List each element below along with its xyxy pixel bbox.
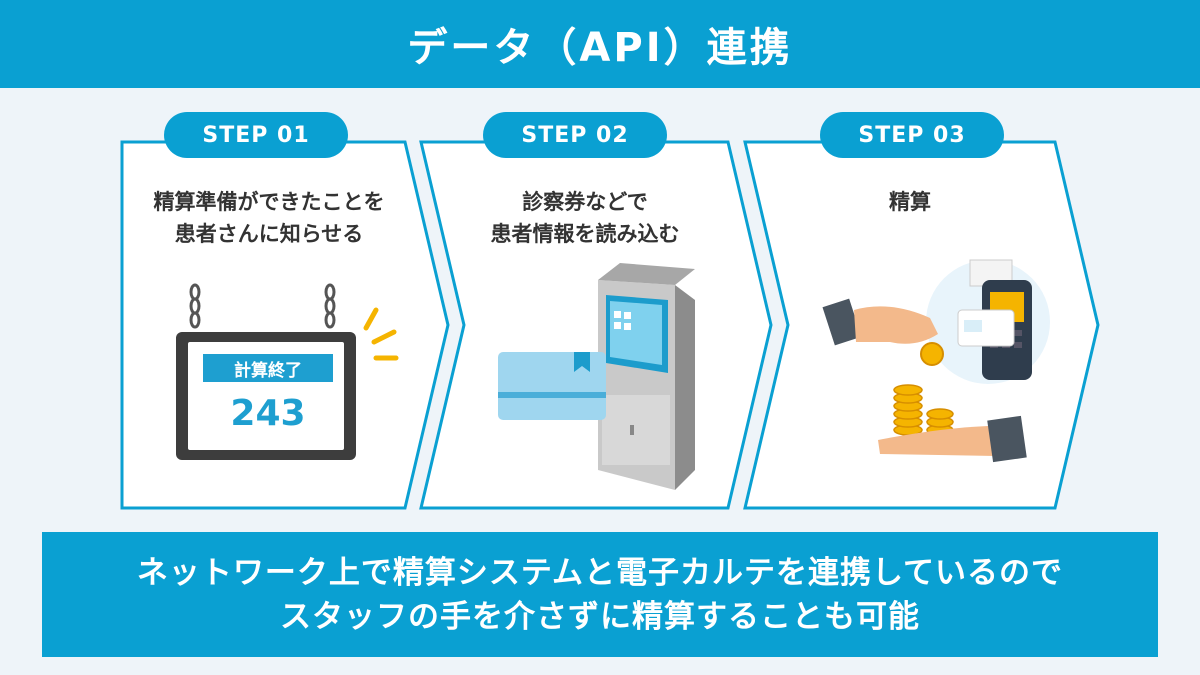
step-caption-3-line1: 精算 — [889, 190, 931, 214]
summary-box: ネットワーク上で精算システムと電子カルテを連携しているので スタッフの手を介さず… — [42, 532, 1158, 657]
kiosk-side — [675, 285, 695, 490]
step-caption-2-line1: 診察券などで — [522, 190, 648, 214]
step-caption-1-line2: 患者さんに知らせる — [174, 222, 364, 246]
patient-card-icon — [498, 352, 606, 420]
step-caption-2-line2: 患者情報を読み込む — [490, 222, 680, 246]
title-bar: データ（API）連携 — [0, 0, 1200, 88]
coin-stack-icon — [893, 384, 954, 436]
payment-illustration — [822, 259, 1050, 463]
sign-number: 243 — [230, 392, 306, 434]
kiosk-illustration — [498, 263, 695, 490]
step-caption-2: 診察券などで 患者情報を読み込む — [455, 186, 715, 250]
bookmark-icon — [574, 352, 590, 372]
step-caption-3: 精算 — [790, 186, 1030, 218]
step-caption-1: 精算準備ができたことを 患者さんに知らせる — [128, 186, 410, 250]
credit-card-icon — [957, 309, 1015, 347]
attention-burst-icon — [363, 307, 399, 361]
step-caption-1-line1: 精算準備ができたことを — [153, 190, 385, 214]
hand-icon — [854, 306, 938, 344]
step-badge-3: STEP 03 — [820, 112, 1004, 158]
step-badge-1: STEP 01 — [164, 112, 348, 158]
sign-label: 計算終了 — [203, 354, 333, 382]
step-badge-2: STEP 02 — [483, 112, 667, 158]
chain-icon — [189, 283, 336, 329]
summary-line1: ネットワーク上で精算システムと電子カルテを連携しているので — [136, 554, 1064, 591]
summary-line2: スタッフの手を介さずに精算することも可能 — [280, 598, 920, 635]
coin-icon — [920, 342, 944, 366]
page-title: データ（API）連携 — [407, 25, 793, 71]
